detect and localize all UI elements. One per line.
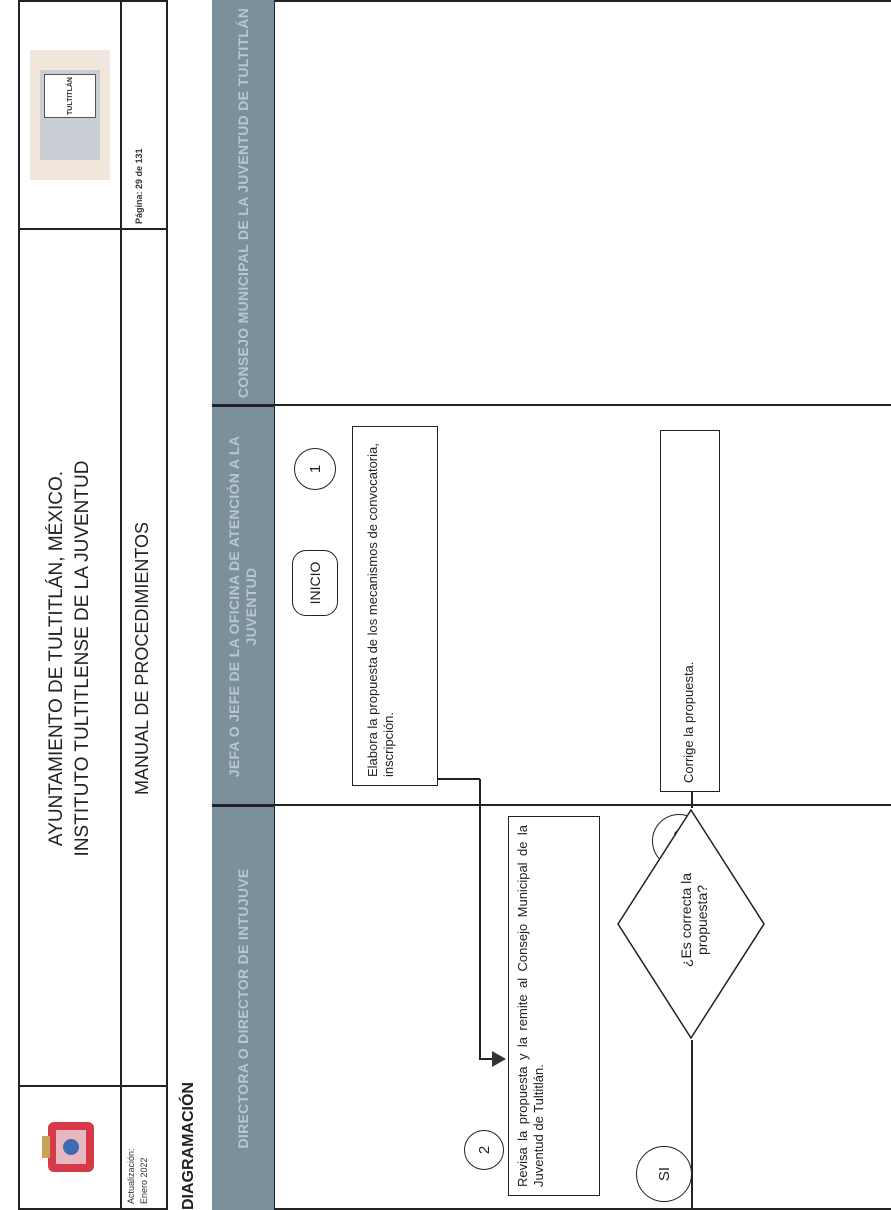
decision-diamond: ¿Es correcta la propuesta? xyxy=(616,808,766,1040)
section-title: DIAGRAMACIÓN xyxy=(180,1082,197,1210)
step-1-marker: 1 xyxy=(294,448,336,490)
step-2-box: Revisa la propuesta y la remite al Conse… xyxy=(508,816,600,1196)
start-terminal: INICIO xyxy=(292,550,338,616)
arrow-to-step-2 xyxy=(492,1051,506,1067)
step-2-marker: 2 xyxy=(464,1130,504,1170)
header-table: Actualización: Enero 2022 AYUNTAMIENTO D… xyxy=(18,0,168,1210)
update-date: Enero 2022 xyxy=(139,1157,149,1204)
page-number: Página: 29 de 131 xyxy=(134,148,144,224)
update-label: Actualización: xyxy=(126,1148,136,1204)
lane-header-consejo: CONSEJO MUNICIPAL DE LA JUVENTUD DE TULT… xyxy=(212,0,274,406)
swimlane-diagram: DIRECTORA O DIRECTOR DE INTUJUVE JEFA O … xyxy=(212,0,891,1210)
manual-title: MANUAL DE PROCEDIMIENTOS xyxy=(132,521,152,796)
si-label: SI xyxy=(636,1146,692,1202)
tultitlan-logo: TULTITLÁN xyxy=(30,50,110,180)
title-line-2: INSTITUTO TULTITLENSE DE LA JUVENTUD xyxy=(72,460,93,857)
lane-header-director: DIRECTORA O DIRECTOR DE INTUJUVE xyxy=(212,806,274,1210)
title-line-1: AYUNTAMIENTO DE TULTITLÁN, MÉXICO. xyxy=(46,470,67,847)
correct-box: Corrige la propuesta. xyxy=(660,430,720,792)
municipal-shield-logo xyxy=(38,1114,104,1180)
lane-header-jefa: JEFA O JEFE DE LA OFICINA DE ATENCIÓN A … xyxy=(212,406,274,806)
step-1-box: Elabora la propuesta de los mecanismos d… xyxy=(352,426,438,786)
